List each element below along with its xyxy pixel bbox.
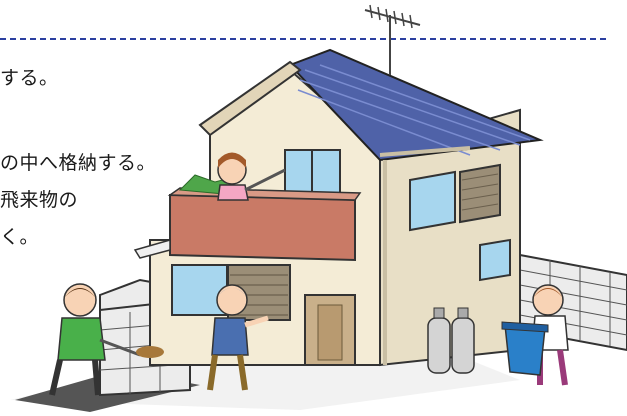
caption-line-3: 飛来物の (0, 189, 79, 211)
person-sweeping (49, 283, 164, 396)
side-window-upper (409, 163, 501, 232)
side-window-lower (479, 238, 511, 282)
person-closing-shutter (207, 284, 269, 391)
front-door (304, 294, 356, 366)
caption-line-1: する。 (0, 67, 59, 89)
dashed-divider (0, 38, 606, 40)
person-closing-window (217, 152, 286, 201)
person-moving-bin (501, 284, 569, 386)
caption-line-2: の中へ格納する。 (0, 152, 157, 174)
tv-antenna-icon (364, 4, 421, 75)
caption-line-4: く。 (0, 226, 40, 248)
gas-cylinders-icon (427, 307, 475, 374)
